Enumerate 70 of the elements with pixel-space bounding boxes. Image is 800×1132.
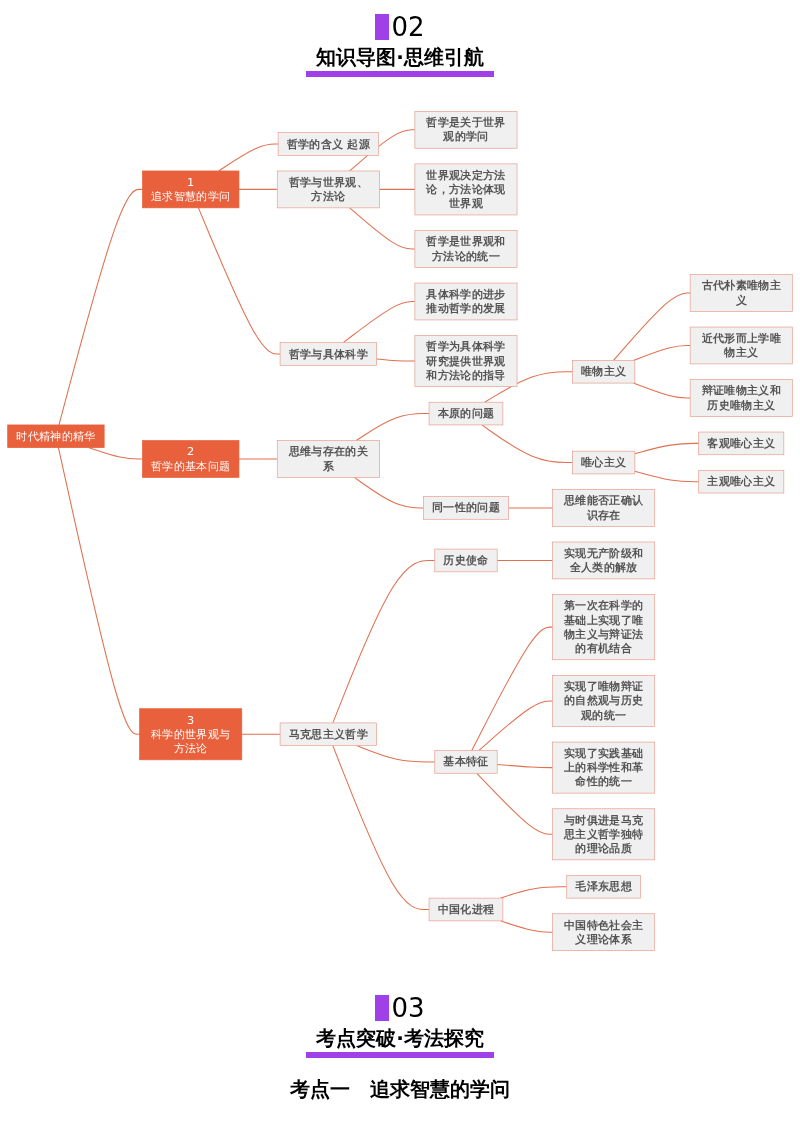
node-box: 哲学的含义 起源 xyxy=(277,132,379,156)
connector xyxy=(238,458,278,460)
node-box: 具体科学的进步推动哲学的发展 xyxy=(414,282,518,321)
node-box: 时代精神的精华 xyxy=(7,424,105,448)
node-box: 唯心主义 xyxy=(572,450,636,475)
connector xyxy=(57,447,141,735)
connector xyxy=(481,424,573,464)
section-heading: 考点突破·考法探究 xyxy=(306,1025,494,1058)
node-box: 历史使命 xyxy=(434,548,498,573)
subheading: 考点一 追求智慧的学问 xyxy=(290,1076,510,1103)
node-box: 1 追求智慧的学问 xyxy=(142,170,240,209)
connector xyxy=(508,507,554,509)
node-box: 世界观决定方法论，方法论体现世界观 xyxy=(414,163,518,216)
section-number: 02 xyxy=(375,14,425,40)
connector xyxy=(484,371,573,403)
node-box: 辩证唯物主义和历史唯物主义 xyxy=(689,379,793,417)
connector xyxy=(499,920,554,933)
connector xyxy=(332,745,430,910)
node-box: 基本特征 xyxy=(434,750,498,774)
section-heading: 知识导图·思维引航 xyxy=(306,44,494,77)
node-box: 3 科学的世界观与方法论 xyxy=(139,708,243,761)
node-box: 近代形而上学唯物主义 xyxy=(689,326,793,365)
connector xyxy=(632,382,691,399)
connector xyxy=(238,188,278,190)
node-box: 哲学是关于世界观的学问 xyxy=(414,111,518,149)
connector xyxy=(378,188,416,190)
node-box: 毛泽东思想 xyxy=(566,875,641,899)
node-box: 马克思主义哲学 xyxy=(279,722,377,746)
node-box: 唯物主义 xyxy=(572,360,636,384)
node-box: 中国化进程 xyxy=(428,897,504,922)
connector xyxy=(353,476,424,509)
connector xyxy=(478,700,554,752)
node-box: 与时俱进是马克思主义哲学独特的理论品质 xyxy=(552,808,656,861)
connector xyxy=(376,358,416,362)
connector xyxy=(332,559,436,724)
connector xyxy=(218,143,279,172)
connector xyxy=(356,745,436,763)
node-box: 2 哲学的基本问题 xyxy=(142,440,240,478)
node-box: 哲学与世界观、方法论 xyxy=(276,170,380,209)
connector xyxy=(634,442,700,455)
connector xyxy=(349,207,416,250)
node-box: 本原的问题 xyxy=(428,401,504,426)
connector xyxy=(476,772,554,835)
connector xyxy=(197,207,281,355)
connector xyxy=(88,447,143,460)
node-box: 同一性的问题 xyxy=(423,496,509,520)
connector xyxy=(355,413,430,442)
section-number: 03 xyxy=(375,995,425,1021)
connector xyxy=(613,292,691,361)
node-box: 哲学为具体科学研究提供世界观和方法论的指导 xyxy=(414,335,518,387)
connector xyxy=(342,300,416,344)
node-box: 哲学与具体科学 xyxy=(279,342,377,366)
connector xyxy=(496,763,554,769)
connector xyxy=(632,344,691,361)
node-box: 哲学是世界观和方法论的统一 xyxy=(414,230,518,268)
node-box: 古代朴素唯物主义 xyxy=(689,274,793,312)
connector xyxy=(241,733,281,735)
node-box: 实现了实践基础上的科学性和革命性的统一 xyxy=(552,741,656,794)
node-box: 主观唯心主义 xyxy=(698,470,785,494)
node-box: 实现无产阶级和全人类的解放 xyxy=(552,541,656,580)
node-box: 中国特色社会主义理论体系 xyxy=(552,913,656,951)
connector xyxy=(634,470,700,483)
node-box: 思维与存在的关系 xyxy=(276,440,380,478)
node-box: 客观唯心主义 xyxy=(698,431,785,456)
connector xyxy=(496,559,554,561)
node-box: 思维能否正确认识存在 xyxy=(552,489,656,527)
node-box: 实现了唯物辩证的自然观与历史观的统一 xyxy=(552,675,656,727)
connector xyxy=(58,188,143,426)
connector xyxy=(471,626,554,752)
node-box: 第一次在科学的基础上实现了唯物主义与辩证法的有机结合 xyxy=(552,594,656,661)
